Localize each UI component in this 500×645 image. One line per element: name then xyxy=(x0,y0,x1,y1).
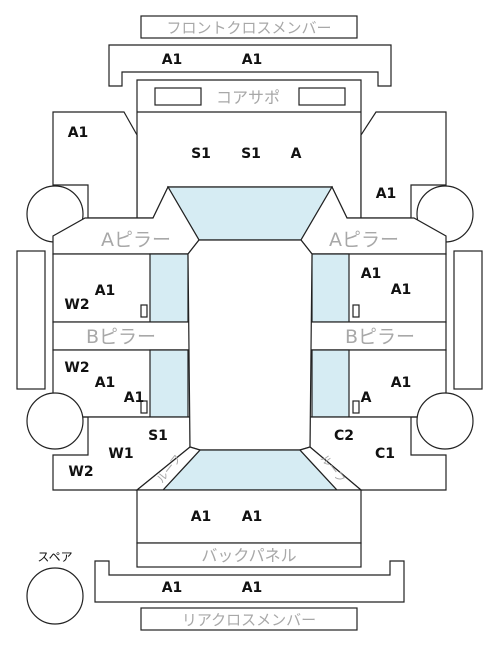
front-door-right-handle xyxy=(352,304,360,318)
rear-cross-grade-left: A1 xyxy=(162,580,183,596)
front-door-right-glass[interactable] xyxy=(311,253,350,323)
front-door-right-grade-2: A1 xyxy=(391,282,412,298)
rear-wheel-left[interactable] xyxy=(26,392,84,450)
rear-wheel-right[interactable] xyxy=(416,392,474,450)
a-pillar-left-label: Aピラー xyxy=(101,229,171,251)
front-door-left-handle xyxy=(140,304,148,318)
side-sill-right[interactable] xyxy=(453,250,483,390)
rear-fender-left-grade-2: W1 xyxy=(108,446,133,462)
front-cross-grade-right: A1 xyxy=(242,52,263,68)
back-panel[interactable] xyxy=(136,542,362,568)
rear-fender-right-grade-1: C2 xyxy=(334,428,354,444)
rear-door-right-handle xyxy=(352,400,360,414)
rear-door-right-grade-1: A1 xyxy=(391,375,412,391)
trunk-grade-1: A1 xyxy=(191,509,212,525)
rear-cross-member-label-box xyxy=(140,607,358,631)
front-fender-right[interactable] xyxy=(360,111,447,219)
rear-door-right-grade-2: A xyxy=(361,390,372,406)
rear-cross-member[interactable] xyxy=(94,560,405,603)
rear-fender-left-grade-1: S1 xyxy=(148,428,168,444)
front-door-left-grade-2: W2 xyxy=(64,297,89,313)
front-cross-grade-left: A1 xyxy=(162,52,183,68)
rear-fender-left-grade-3: W2 xyxy=(68,464,93,480)
roof[interactable] xyxy=(187,239,313,451)
rear-door-left-grade-2: A1 xyxy=(95,375,116,391)
rear-door-left-glass[interactable] xyxy=(149,349,189,418)
core-support-right-slot xyxy=(298,87,346,106)
front-cross-member-label: フロントクロスメンバー xyxy=(166,19,331,37)
rear-cross-grade-right: A1 xyxy=(242,580,263,596)
b-pillar-right[interactable] xyxy=(309,321,447,351)
b-pillar-right-label: Bピラー xyxy=(345,326,415,348)
rear-door-left-grade-3: A1 xyxy=(124,390,145,406)
front-fender-right-grade: A1 xyxy=(376,186,397,202)
rear-cross-member-label: リアクロスメンバー xyxy=(182,611,316,629)
rear-door-right-glass[interactable] xyxy=(311,349,350,418)
core-support-label: コアサポ xyxy=(216,88,280,107)
spare-tire[interactable] xyxy=(26,567,84,625)
hood-grade-1: S1 xyxy=(191,146,211,162)
front-cross-member-label-box xyxy=(140,15,358,39)
rear-door-left-handle xyxy=(140,400,148,414)
rear-door-left-grade-1: W2 xyxy=(64,360,89,376)
back-panel-label: バックパネル xyxy=(201,546,296,565)
spare-label: スペア xyxy=(37,550,72,564)
trunk-grade-2: A1 xyxy=(242,509,263,525)
hood-grade-2: S1 xyxy=(241,146,261,162)
front-cross-member[interactable] xyxy=(108,44,392,87)
front-door-left-glass[interactable] xyxy=(149,253,189,323)
side-sill-left[interactable] xyxy=(16,250,46,390)
hood-grade-3: A xyxy=(291,146,302,162)
b-pillar-left-label: Bピラー xyxy=(86,326,156,348)
trunk[interactable] xyxy=(136,489,362,544)
rear-fender-right-grade-2: C1 xyxy=(375,446,395,462)
core-support-left-slot xyxy=(154,87,202,106)
a-pillar-right-label: Aピラー xyxy=(329,229,399,251)
front-door-right-grade-1: A1 xyxy=(361,266,382,282)
front-fender-left-grade: A1 xyxy=(68,125,89,141)
front-door-left-grade-1: A1 xyxy=(95,283,116,299)
